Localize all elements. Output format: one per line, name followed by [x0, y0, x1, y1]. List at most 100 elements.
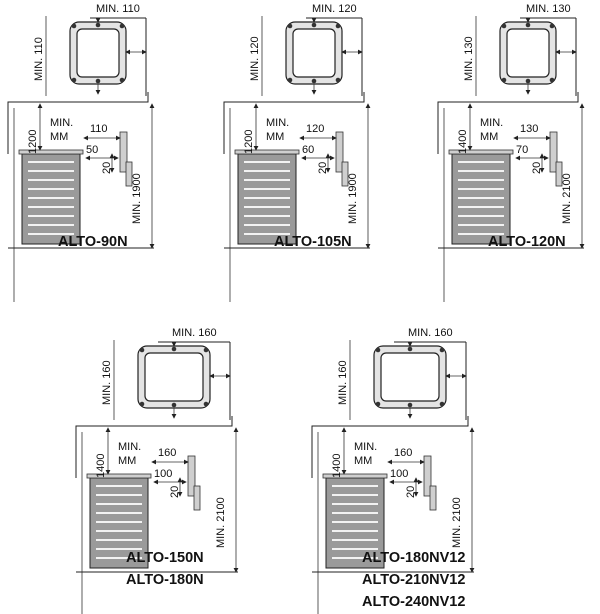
min-label: MIN.	[480, 117, 503, 129]
bolt-icon	[501, 77, 507, 83]
model-caption: ALTO-120N	[488, 234, 566, 250]
side-clearance-label: 130	[520, 123, 538, 135]
bolt-icon	[171, 346, 177, 352]
heater-top-rail	[234, 149, 300, 155]
total-height-label: MIN. 2100	[215, 497, 227, 548]
vertical-clearance-label: 20	[101, 162, 113, 174]
ceiling-outline	[75, 416, 233, 478]
vertical-clearance-label: 20	[317, 162, 329, 174]
bolt-icon	[439, 401, 445, 407]
vertical-clearance-label: 20	[531, 162, 543, 174]
model-caption: ALTO-180NV12	[362, 550, 465, 566]
total-height-label: MIN. 1900	[131, 173, 143, 224]
wall-section-lower	[193, 485, 201, 511]
model-caption: ALTO-180N	[126, 572, 204, 588]
wall-section-upper	[423, 455, 432, 497]
heater-top-view-inner	[144, 352, 204, 402]
heater-top-view-inner	[76, 28, 120, 78]
bolt-icon	[95, 22, 101, 28]
mm-label: MM	[50, 131, 68, 143]
bolt-icon	[335, 23, 341, 29]
bolt-icon	[311, 78, 317, 84]
wall-section-lower	[125, 161, 133, 187]
top-clearance-label: MIN. 130	[526, 3, 571, 15]
model-caption: ALTO-240NV12	[362, 594, 465, 610]
bolt-icon	[407, 346, 413, 352]
bolt-icon	[335, 77, 341, 83]
height-dimension-label: 1400	[331, 454, 343, 478]
bolt-icon	[549, 23, 555, 29]
min-label: MIN.	[50, 117, 73, 129]
bolt-icon	[139, 401, 145, 407]
mm-label: MM	[266, 131, 284, 143]
bolt-icon	[525, 78, 531, 84]
bolt-icon	[139, 347, 145, 353]
bolt-icon	[407, 402, 413, 408]
side-wall-clearance-label: MIN. 160	[101, 360, 113, 405]
heater-top-rail	[18, 149, 84, 155]
top-clearance-label: MIN. 160	[408, 327, 453, 339]
heater-top-view-inner	[380, 352, 440, 402]
top-clearance-label: MIN. 120	[312, 3, 357, 15]
mm-label: MM	[354, 455, 372, 467]
total-height-label: MIN. 2100	[451, 497, 463, 548]
stone-clearance-label: 100	[154, 468, 172, 480]
stone-clearance-label: 100	[390, 468, 408, 480]
heater-top-rail	[448, 149, 514, 155]
bolt-icon	[375, 401, 381, 407]
total-height-label: MIN. 1900	[347, 173, 359, 224]
bolt-icon	[287, 23, 293, 29]
vertical-clearance-label: 20	[169, 486, 181, 498]
model-caption: ALTO-105N	[274, 234, 352, 250]
bolt-icon	[525, 22, 531, 28]
bolt-icon	[95, 78, 101, 84]
side-clearance-label: 120	[306, 123, 324, 135]
model-caption: ALTO-150N	[126, 550, 204, 566]
bolt-icon	[71, 77, 77, 83]
bolt-icon	[375, 347, 381, 353]
min-label: MIN.	[118, 441, 141, 453]
bolt-icon	[71, 23, 77, 29]
side-wall-clearance-label: MIN. 120	[249, 36, 261, 81]
bolt-icon	[119, 77, 125, 83]
bolt-icon	[549, 77, 555, 83]
bolt-icon	[311, 22, 317, 28]
side-wall-clearance-label: MIN. 130	[463, 36, 475, 81]
ceiling-outline	[7, 92, 149, 154]
ceiling-outline	[311, 416, 469, 478]
wall-section-lower	[341, 161, 349, 187]
bolt-icon	[203, 401, 209, 407]
heater-top-view-inner	[292, 28, 336, 78]
model-caption: ALTO-210NV12	[362, 572, 465, 588]
wall-section-upper	[335, 131, 344, 173]
mm-label: MM	[118, 455, 136, 467]
wall-section-upper	[187, 455, 196, 497]
heater-top-rail	[322, 473, 388, 479]
min-label: MIN.	[354, 441, 377, 453]
bolt-icon	[203, 347, 209, 353]
bolt-icon	[501, 23, 507, 29]
height-dimension-label: 1200	[243, 130, 255, 154]
side-wall-clearance-label: MIN. 110	[33, 37, 45, 81]
stone-clearance-label: 50	[86, 144, 98, 156]
side-clearance-label: 110	[90, 123, 108, 135]
ceiling-outline	[223, 92, 365, 154]
top-clearance-label: MIN. 160	[172, 327, 217, 339]
height-dimension-label: 1400	[95, 454, 107, 478]
heater-top-rail	[86, 473, 152, 479]
side-clearance-label: 160	[158, 447, 176, 459]
wall-section-lower	[555, 161, 563, 187]
wall-section-lower	[429, 485, 437, 511]
min-label: MIN.	[266, 117, 289, 129]
bolt-icon	[119, 23, 125, 29]
side-clearance-label: 160	[394, 447, 412, 459]
wall-section-upper	[549, 131, 558, 173]
side-wall-clearance-label: MIN. 160	[337, 360, 349, 405]
ceiling-outline	[437, 92, 579, 154]
height-dimension-label: 1200	[27, 130, 39, 154]
